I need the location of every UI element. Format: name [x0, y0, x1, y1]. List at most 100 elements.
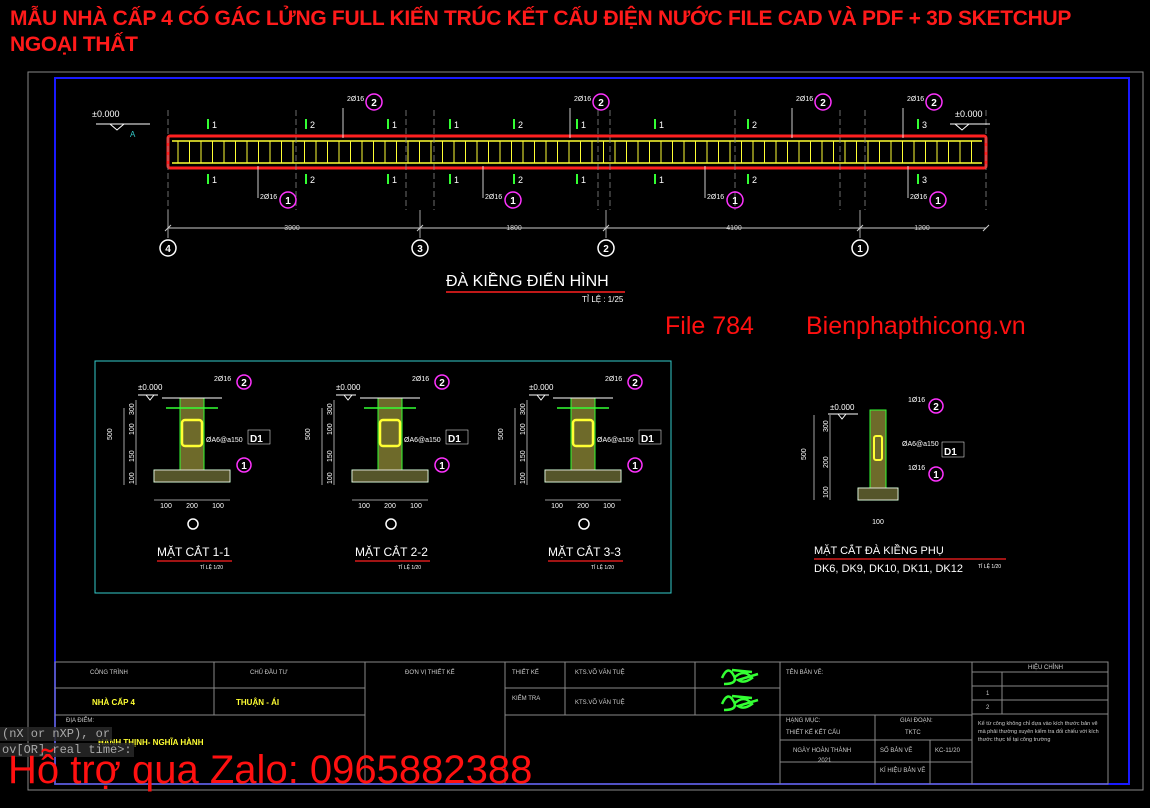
tag-box — [247, 429, 271, 445]
tb-address-value: HẠNH THỊNH- NGHĨA HÀNH — [98, 738, 204, 747]
top-bar-mark-3: 2 — [931, 98, 937, 109]
tag-box — [638, 429, 662, 445]
top-bar-mark-2: 2 — [820, 98, 826, 109]
aux-bot-mark-circle — [928, 466, 944, 482]
tb-sheet-label: KÍ HIỆU BẢN VẼ — [880, 766, 925, 774]
top-bar-label-2: 2Ø16 — [796, 96, 813, 103]
bottom-bar-label-1: 2Ø16 — [485, 194, 502, 201]
sections-panel — [94, 360, 672, 594]
title-block — [54, 661, 1109, 785]
section-footing — [153, 469, 231, 483]
bottom-bar-mark-2: 1 — [732, 196, 738, 207]
tb-sheet-no-label: SỐ BẢN VẼ — [880, 747, 912, 754]
section-axis-bubble — [187, 518, 199, 530]
section-footing — [351, 469, 429, 483]
section-bot-mark-1: 1 — [439, 461, 445, 472]
section-scale-2: TỈ LỆ 1/20 — [591, 563, 614, 571]
aux-subtitle: DK6, DK9, DK10, DK11, DK12 — [814, 563, 963, 575]
section-top-mark-1-circle — [434, 374, 450, 390]
section-mark-bottom-0: 1 — [212, 175, 217, 185]
top-bar-mark-2-circle — [814, 93, 832, 111]
level-marker-right — [950, 123, 990, 131]
section-axis-bubble — [385, 518, 397, 530]
section-bot-mark-2: 1 — [632, 461, 638, 472]
section-stirrup-label-1: ØA6@a150 — [404, 437, 441, 444]
bottom-bar-mark-3-circle — [929, 191, 947, 209]
tb-revision-row-1: 1 — [986, 691, 990, 697]
level-marker-left — [96, 123, 150, 131]
tb-project-label: CÔNG TRÌNH — [90, 669, 128, 676]
section-dim-v4-1: 100 — [327, 472, 334, 484]
beam-elevation — [166, 110, 988, 210]
top-bar-label-0: 2Ø16 — [347, 96, 364, 103]
tb-date-label: NGÀY HOÀN THÀNH — [793, 747, 851, 754]
top-bar-label-3: 2Ø16 — [907, 96, 924, 103]
aux-level: ±0.000 — [830, 403, 855, 412]
aux-top-mark-circle — [928, 398, 944, 414]
tb-check-label: KIỂM TRA — [512, 695, 540, 702]
elevation-level-right: ±0.000 — [955, 109, 982, 119]
section-scale-0: TỈ LỆ 1/20 — [200, 563, 223, 571]
axis-bubble — [159, 239, 177, 257]
section-dim-v2-0: 100 — [129, 423, 136, 435]
section-mark-bottom-6: 1 — [659, 175, 664, 185]
section-title-0: MẶT CẮT 1-1 — [157, 544, 230, 559]
tb-category-value: THIẾT KẾ KẾT CẤU — [786, 729, 840, 736]
section-mark-bottom-8: 3 — [922, 175, 927, 185]
command-line-1[interactable]: (nX or nXP), or — [0, 727, 113, 741]
section-dim-v2-1: 100 — [327, 423, 334, 435]
command-line-2[interactable]: ov[OR] real time>: — [0, 743, 134, 757]
top-bar-mark-0: 2 — [371, 98, 377, 109]
tb-project-value: NHÀ CẤP 4 — [92, 697, 136, 707]
section-mark-bottom-5: 1 — [581, 175, 586, 185]
aux-stirrup — [873, 435, 883, 461]
section-dim-v0-1: 500 — [305, 428, 312, 440]
aux-tag-box — [941, 441, 965, 458]
section-title-2: MẶT CẮT 3-3 — [548, 544, 621, 559]
aux-dim-v2: 200 — [823, 456, 830, 468]
tb-design-value: KTS.VÕ VĂN TUỆ — [575, 668, 625, 676]
tb-phase-label: GIAI ĐOẠN: — [900, 718, 933, 724]
section-dim-h1-0: 200 — [186, 503, 198, 510]
section-level-1: ±0.000 — [336, 383, 361, 392]
section-dim-h2-2: 100 — [603, 503, 615, 510]
tag-box — [445, 429, 469, 445]
main-scale: TỈ LỆ : 1/25 — [582, 295, 624, 304]
section-level-0: ±0.000 — [138, 383, 163, 392]
section-top-bar-0: 2Ø16 — [214, 376, 231, 383]
section-mark-bottom-2: 1 — [392, 175, 397, 185]
section-mark-bottom-4: 2 — [518, 175, 523, 185]
section-mark-top-4: 2 — [518, 120, 523, 130]
section-dim-v4-2: 100 — [520, 472, 527, 484]
tb-revision-row-2: 2 — [986, 705, 990, 711]
section-stirrup-tag-2: D1 — [641, 434, 654, 445]
section-dim-v3-1: 150 — [327, 450, 334, 462]
aux-dim-v0: 500 — [801, 448, 808, 460]
section-mark-bottom-1: 2 — [310, 175, 315, 185]
section-mark-bottom-3: 1 — [454, 175, 459, 185]
section-bot-mark-1-circle — [434, 457, 450, 473]
section-bot-mark-2-circle — [627, 457, 643, 473]
section-dim-v3-0: 150 — [129, 450, 136, 462]
section-top-mark-2-circle — [627, 374, 643, 390]
axis-bubble — [411, 239, 429, 257]
aux-stirrup-tag: D1 — [944, 447, 957, 458]
site-tag[interactable]: Bienphapthicong.vn — [806, 312, 1026, 340]
section-top-mark-2: 2 — [632, 378, 638, 389]
section-dim-v3-2: 150 — [520, 450, 527, 462]
section-top-bar-1: 2Ø16 — [412, 376, 429, 383]
tb-drawing-label: TÊN BẢN VẼ: — [786, 668, 824, 676]
section-stirrup — [378, 418, 402, 448]
aux-stirrup-label: ØA6@a150 — [902, 441, 939, 448]
section-axis-bubble — [578, 518, 590, 530]
section-top-mark-0-circle — [236, 374, 252, 390]
bottom-bar-mark-1-circle — [504, 191, 522, 209]
tb-sheet-no-value: KC-11/20 — [935, 748, 961, 754]
aux-bot-mark: 1 — [933, 470, 939, 481]
section-level-marker — [529, 394, 549, 401]
bottom-bar-label-3: 2Ø16 — [910, 194, 927, 201]
